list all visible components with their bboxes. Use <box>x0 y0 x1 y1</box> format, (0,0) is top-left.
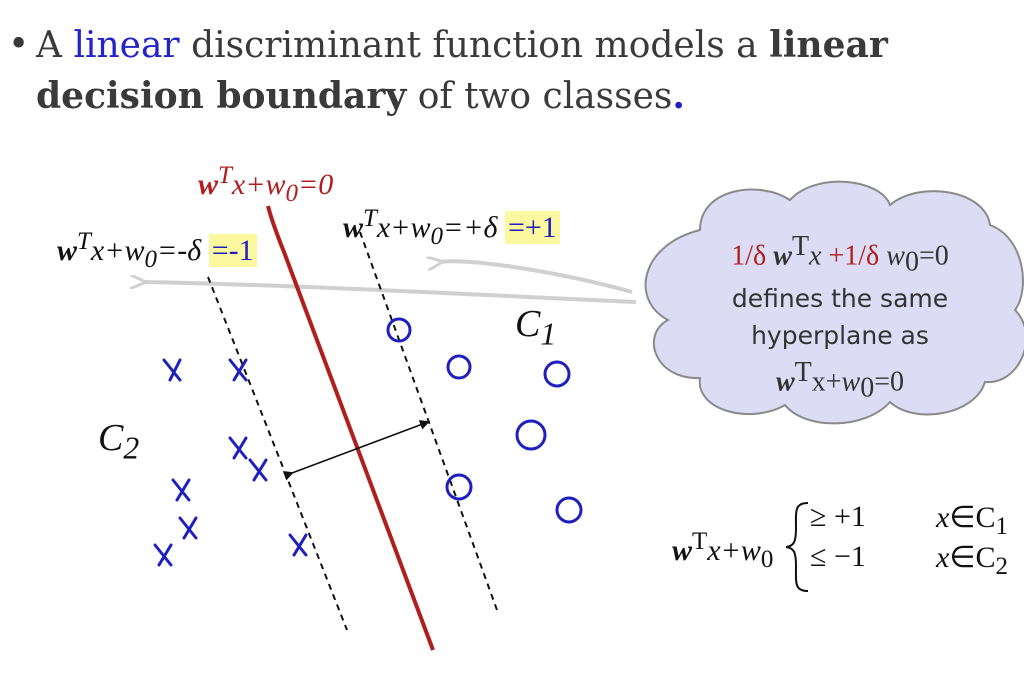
label-sup: T <box>218 162 232 189</box>
bullet-point: • A linear discriminant function models … <box>8 20 1018 122</box>
class1-sub: 1 <box>540 316 557 352</box>
bullet-dot: • <box>8 24 30 65</box>
positive-margin-line <box>359 231 498 611</box>
cloud-l1h: =0 <box>918 240 949 272</box>
label-sup: T <box>363 205 377 232</box>
cloud-shape <box>644 180 1024 425</box>
eq-w: w <box>672 534 693 567</box>
circle-icon <box>386 317 412 343</box>
eq-sub: 0 <box>760 546 774 573</box>
circle-icon <box>555 496 583 524</box>
label-w: w <box>198 168 219 201</box>
bullet-text-boundary: linear decision boundary <box>36 24 888 117</box>
bullet-text-c: of two classes <box>406 76 673 117</box>
eq-cond1sub: 1 <box>995 513 1008 540</box>
cloud-l4b: T <box>794 357 812 389</box>
eq-cond2sub: 2 <box>995 553 1008 580</box>
pointer-arrow-upper <box>440 261 633 294</box>
pointer-arrow-lower <box>143 282 637 304</box>
class2-sub: 2 <box>123 430 140 466</box>
cloud-line-2: defines the same <box>731 284 949 314</box>
cloud-l1e: +1/δ <box>821 240 887 272</box>
cloud-line-1: 1/δ wTx +1/δ w0=0 <box>690 228 990 280</box>
label-sub: 0 <box>144 246 158 273</box>
negative-margin-label: wTx+w0=-δ =-1 <box>57 228 257 274</box>
decision-boundary-line <box>266 205 435 651</box>
cloud-line-4: wTx+w0=0 <box>690 354 990 406</box>
eq-cond1: ∈C <box>949 501 996 534</box>
label-rest: =0 <box>298 168 334 201</box>
cloud-line-3: hyperplane as <box>751 321 929 351</box>
circle-icon <box>543 360 571 388</box>
equation-case-2: ≤ −1 <box>810 540 866 573</box>
circle-icon <box>515 419 547 451</box>
cloud-l1b: w <box>773 240 792 272</box>
boundary-label: wTx+w0=0 <box>198 162 333 208</box>
bullet-text: A linear discriminant function models a … <box>36 20 1018 122</box>
cross-icon <box>288 533 308 557</box>
cross-icon <box>228 436 248 460</box>
eq-sup: T <box>692 528 708 555</box>
cross-icon <box>248 458 268 482</box>
cases-brace <box>785 502 809 592</box>
equation-lhs: wTx+w0 <box>672 528 773 574</box>
negative-margin-line <box>207 276 348 631</box>
circle-icon <box>446 354 472 380</box>
label-w: w <box>57 234 78 267</box>
cloud-l4c: x+ <box>811 366 842 398</box>
positive-margin-label: wTx+w0=+δ =+1 <box>343 205 560 251</box>
label-rest: =-δ <box>157 234 202 267</box>
class2-points <box>153 358 308 567</box>
positive-margin-value: =+1 <box>504 211 560 244</box>
label-sub: 0 <box>430 223 444 250</box>
cross-icon <box>228 358 248 382</box>
circle-icon <box>445 473 473 501</box>
cloud-l4a: w <box>775 366 795 398</box>
cloud-l1c: T <box>791 231 810 262</box>
class1-points <box>386 317 583 524</box>
label-x: x+w <box>376 211 431 244</box>
label-w: w <box>343 211 364 244</box>
cross-icon <box>178 516 198 540</box>
eq-cond2x: x <box>936 541 950 574</box>
class2-c: C <box>98 417 124 459</box>
bullet-text-a: A <box>36 25 74 66</box>
negative-margin-value: =-1 <box>208 234 257 267</box>
cloud-l4d: w <box>841 366 861 398</box>
margin-width-arrow <box>282 420 430 481</box>
cross-icon <box>171 478 191 502</box>
label-x: x+w <box>231 168 286 201</box>
cloud-l1a: 1/δ <box>731 240 774 272</box>
bullet-text-b: discriminant function models a <box>179 25 770 66</box>
equation-case-1: ≥ +1 <box>810 500 866 533</box>
cross-icon <box>153 543 173 567</box>
class1-c: C <box>515 303 541 345</box>
cloud-l4f: =0 <box>874 366 905 398</box>
eq-cond1x: x <box>936 501 950 534</box>
label-sub: 0 <box>285 180 299 207</box>
cloud-l1d: x <box>809 240 822 272</box>
cloud-l1f: w <box>886 240 905 272</box>
cloud-l4e: 0 <box>860 372 875 404</box>
class1-label: C1 <box>515 302 556 353</box>
bullet-text-period: . <box>672 75 685 117</box>
cloud-callout-text: 1/δ wTx +1/δ w0=0 defines the same hyper… <box>690 228 990 407</box>
label-x: x+w <box>90 234 145 267</box>
eq-x: x+w <box>707 534 761 567</box>
equation-condition-1: x∈C1 <box>936 500 1008 541</box>
label-rest: =+δ <box>443 211 498 244</box>
cloud-l1g: 0 <box>904 246 919 278</box>
label-sup: T <box>77 228 91 255</box>
class2-label: C2 <box>98 416 139 467</box>
bullet-text-linear: linear <box>73 25 180 66</box>
cross-icon <box>162 358 182 382</box>
equation-condition-2: x∈C2 <box>936 540 1008 581</box>
eq-cond2: ∈C <box>949 541 996 574</box>
